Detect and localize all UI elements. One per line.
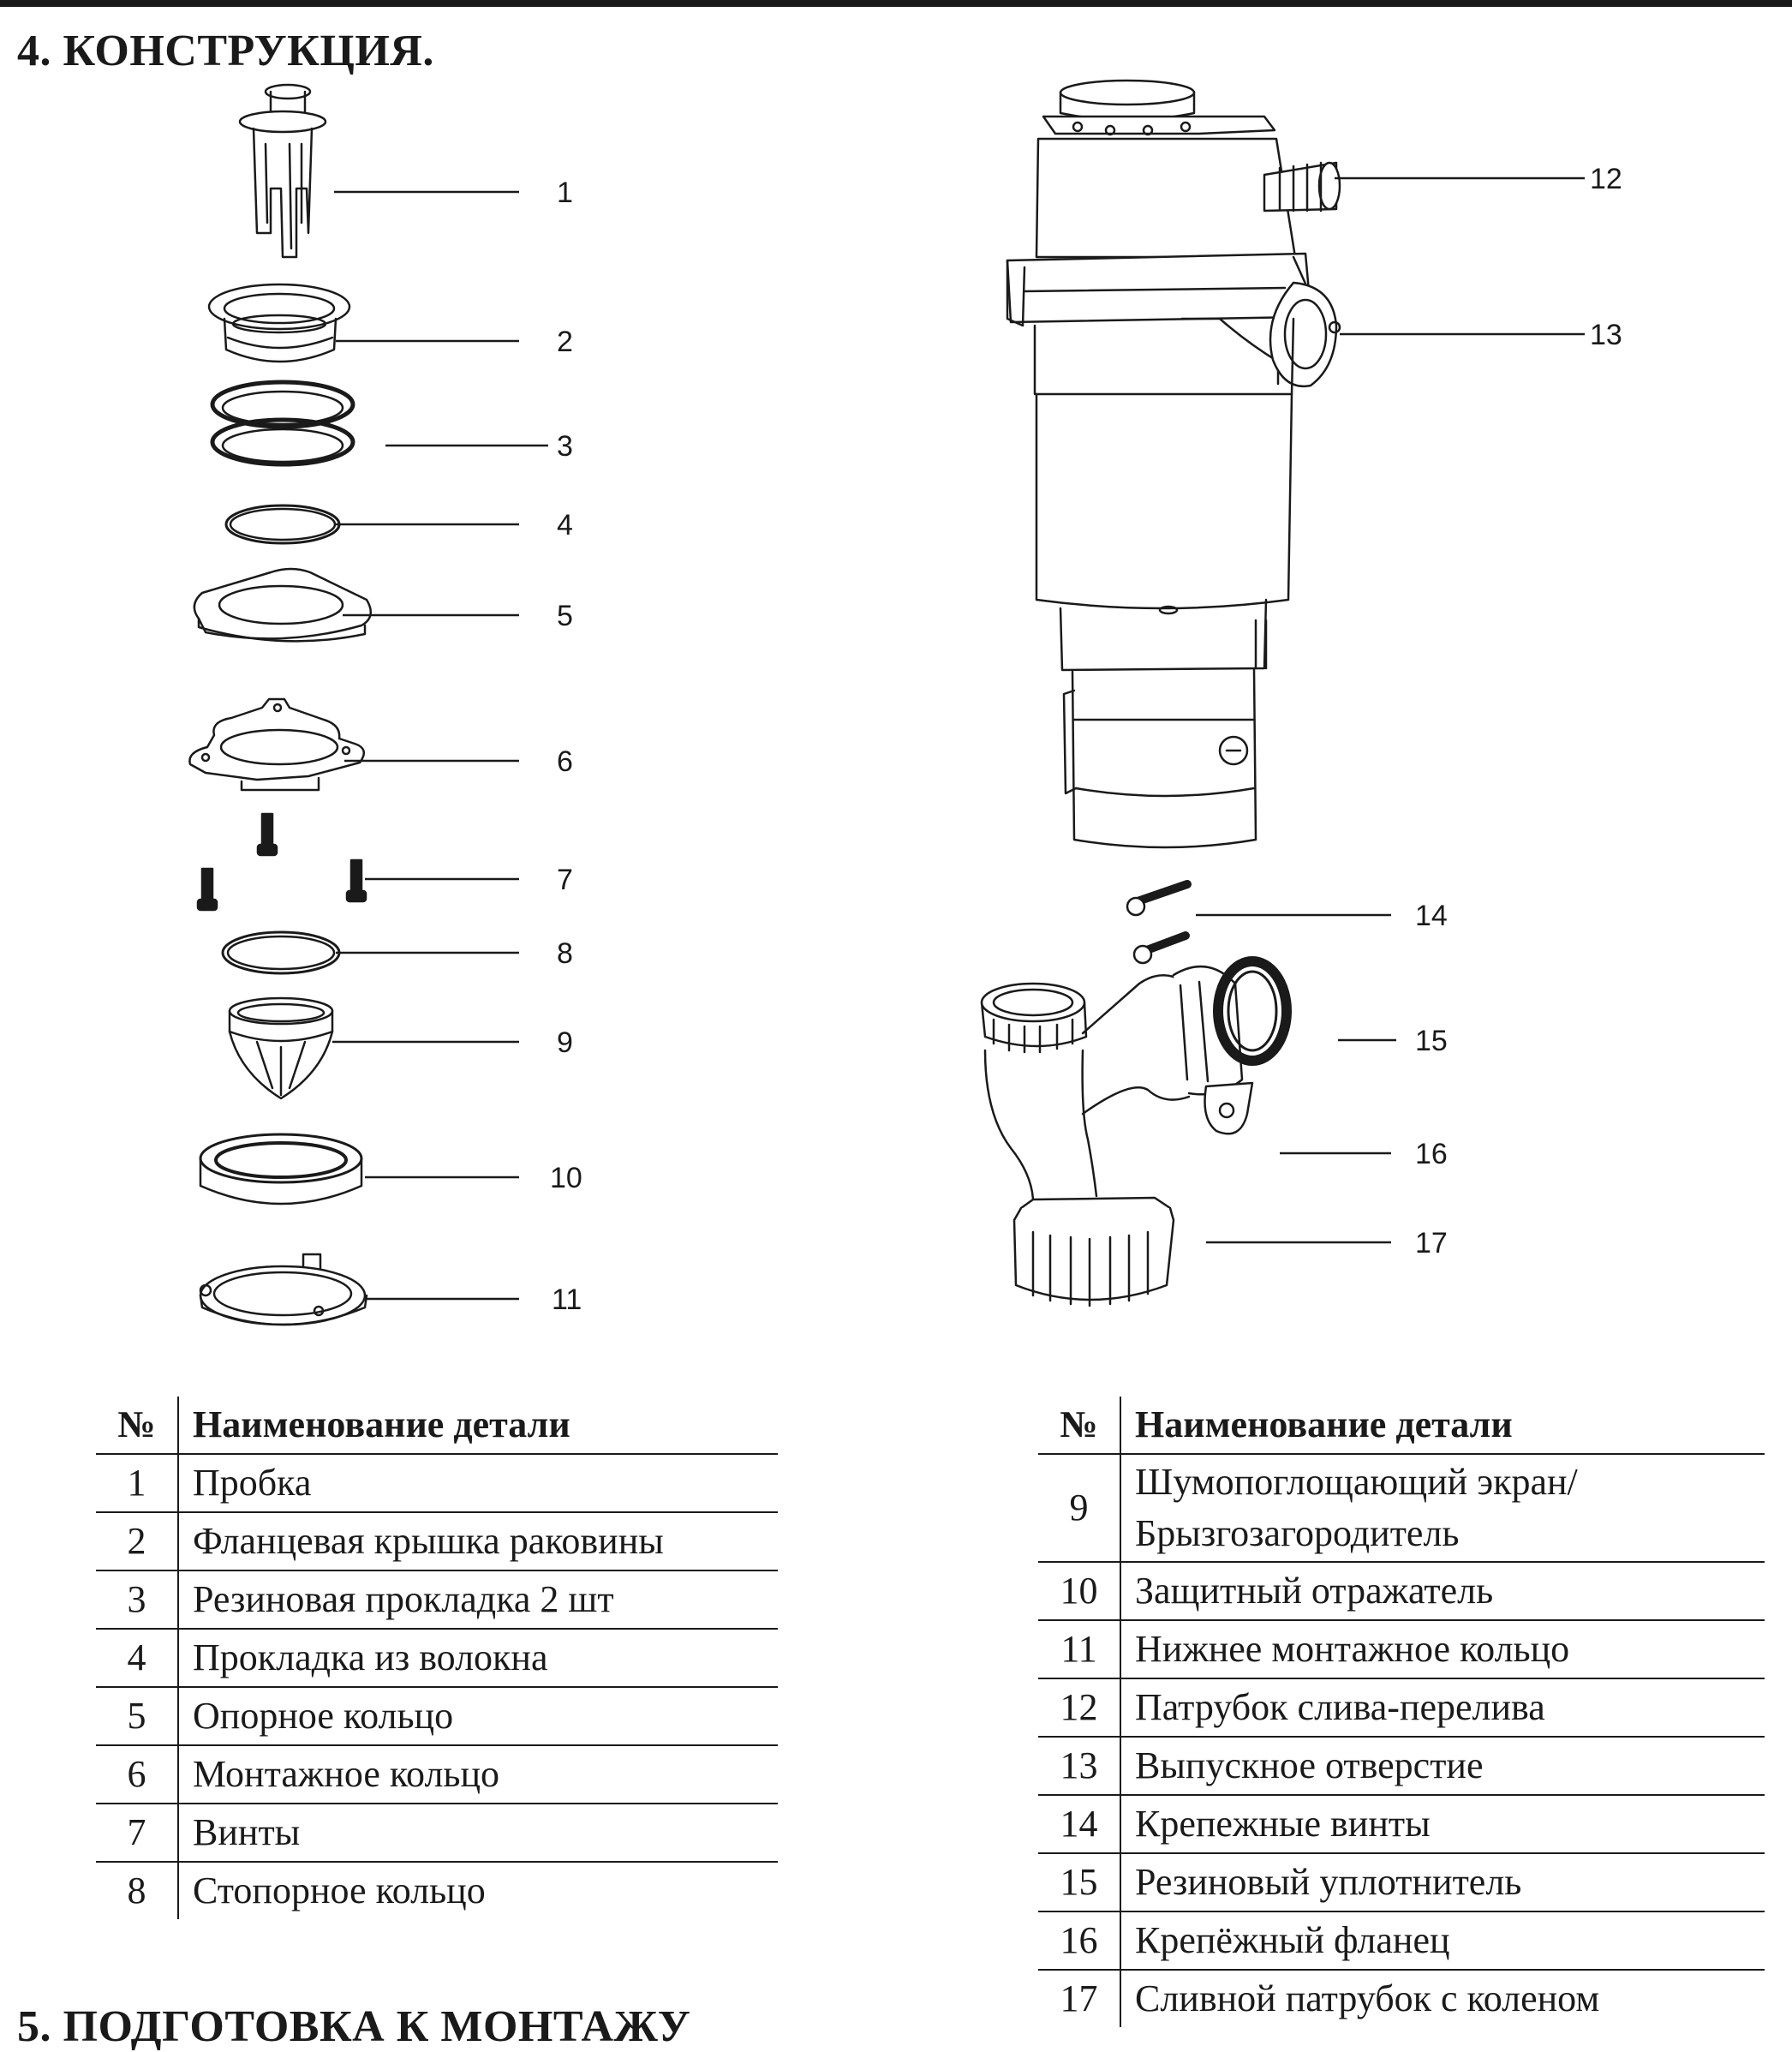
deflector-drawing — [199, 1133, 363, 1205]
part-number: 10 — [1038, 1562, 1121, 1621]
part-number: 1 — [96, 1454, 179, 1513]
part-name: Фланцевая крышка раковины — [178, 1512, 778, 1571]
part-name: Резиновый уплотнитель — [1120, 1853, 1765, 1912]
table-header-row: № Наименование детали — [1038, 1397, 1765, 1455]
section-title: 4. КОНСТРУКЦИЯ. — [17, 27, 434, 75]
callout-7: 7 — [557, 864, 573, 896]
callout-11: 11 — [552, 1283, 582, 1316]
callout-8: 8 — [557, 937, 573, 970]
fiber-gasket-drawing — [224, 504, 341, 545]
part-number: 6 — [96, 1745, 179, 1804]
mounting-ring-drawing — [188, 697, 366, 792]
disposer-body-drawing — [1006, 79, 1341, 849]
column-header-name: Наименование детали — [1120, 1397, 1765, 1455]
callout-leader-lines — [332, 176, 1585, 1301]
table-row: 9 Шумопоглощающий экран/Брызгозагородите… — [1038, 1454, 1765, 1563]
part-name: Винты — [178, 1804, 778, 1863]
drain-elbow-drawing — [980, 880, 1292, 1307]
part-name: Прокладка из волокна — [178, 1629, 778, 1688]
part-name: Опорное кольцо — [178, 1687, 778, 1746]
callout-4: 4 — [557, 509, 573, 541]
part-number: 4 — [96, 1629, 179, 1688]
part-name: Патрубок слива-перелива — [1120, 1678, 1765, 1738]
rubber-gaskets-drawing — [210, 380, 355, 467]
part-number: 3 — [96, 1570, 179, 1630]
support-ring-drawing — [193, 567, 373, 643]
part-name: Монтажное кольцо — [178, 1745, 778, 1804]
part-number: 5 — [96, 1687, 179, 1746]
part-number: 12 — [1038, 1678, 1121, 1738]
part-name: Сливной патрубок с коленом — [1135, 1977, 1600, 2019]
part-name-line-2: Брызгозагородитель — [1135, 1512, 1460, 1554]
lower-mounting-ring-drawing — [199, 1253, 368, 1326]
part-number: 11 — [1038, 1620, 1121, 1679]
callout-3: 3 — [557, 430, 573, 463]
part-number: 15 — [1038, 1853, 1121, 1912]
part-name: Крепёжный фланец — [1120, 1911, 1765, 1971]
part-name: Стопорное кольцо — [193, 1870, 486, 1911]
callout-labels: 1 2 3 4 5 6 7 8 9 10 11 12 13 14 15 16 1… — [550, 163, 1622, 1316]
callout-16: 16 — [1415, 1138, 1448, 1170]
part-number: 17 — [1038, 1970, 1121, 2027]
part-name: Нижнее монтажное кольцо — [1120, 1620, 1765, 1679]
callout-13: 13 — [1590, 319, 1622, 351]
callout-12: 12 — [1590, 163, 1622, 195]
callout-17: 17 — [1415, 1227, 1448, 1259]
part-name: Пробка — [178, 1454, 778, 1513]
callout-1: 1 — [557, 176, 573, 209]
table-row: 17 Сливной патрубок с коленом — [1038, 1970, 1765, 2027]
part-number: 8 — [96, 1862, 179, 1919]
column-header-name: Наименование детали — [178, 1397, 778, 1455]
top-rule — [0, 0, 1792, 7]
stopper-drawing — [238, 83, 327, 259]
part-number: 9 — [1038, 1454, 1121, 1563]
callout-2: 2 — [557, 326, 573, 358]
table-row: 8 Стопорное кольцо — [96, 1862, 778, 1919]
table-header-row: № Наименование детали — [96, 1397, 778, 1455]
splash-guard-drawing — [228, 996, 334, 1100]
callout-15: 15 — [1415, 1025, 1448, 1057]
callout-14: 14 — [1415, 900, 1448, 932]
callout-6: 6 — [557, 745, 573, 778]
column-header-number: № — [1038, 1397, 1121, 1455]
callout-9: 9 — [557, 1026, 573, 1059]
part-name: Шумопоглощающий экран/Брызгозагородитель — [1120, 1454, 1765, 1563]
part-number: 2 — [96, 1512, 179, 1571]
exploded-assembly-diagram: 1 2 3 4 5 6 7 8 9 10 11 12 13 14 15 16 1… — [188, 79, 1622, 1326]
part-name-line-1: Шумопоглощающий экран/ — [1135, 1461, 1578, 1503]
part-name: Выпускное отверстие — [1120, 1737, 1765, 1796]
part-number: 13 — [1038, 1737, 1121, 1796]
part-name: Защитный отражатель — [1120, 1562, 1765, 1621]
column-header-number: № — [96, 1397, 179, 1455]
part-name: Резиновая прокладка 2 шт — [178, 1570, 778, 1630]
part-number: 7 — [96, 1804, 179, 1863]
part-number: 16 — [1038, 1911, 1121, 1971]
parts-table-right: № Наименование детали 9 Шумопоглощающий … — [1038, 1397, 1765, 2027]
part-number: 14 — [1038, 1795, 1121, 1854]
snap-ring-drawing — [221, 930, 341, 975]
part-name: Крепежные винты — [1120, 1795, 1765, 1854]
next-section-title: 5. ПОДГОТОВКА К МОНТАЖУ — [17, 2002, 691, 2051]
callout-5: 5 — [557, 600, 573, 632]
sink-flange-drawing — [207, 283, 351, 363]
screws-drawing — [196, 812, 367, 912]
callout-10: 10 — [550, 1162, 582, 1194]
